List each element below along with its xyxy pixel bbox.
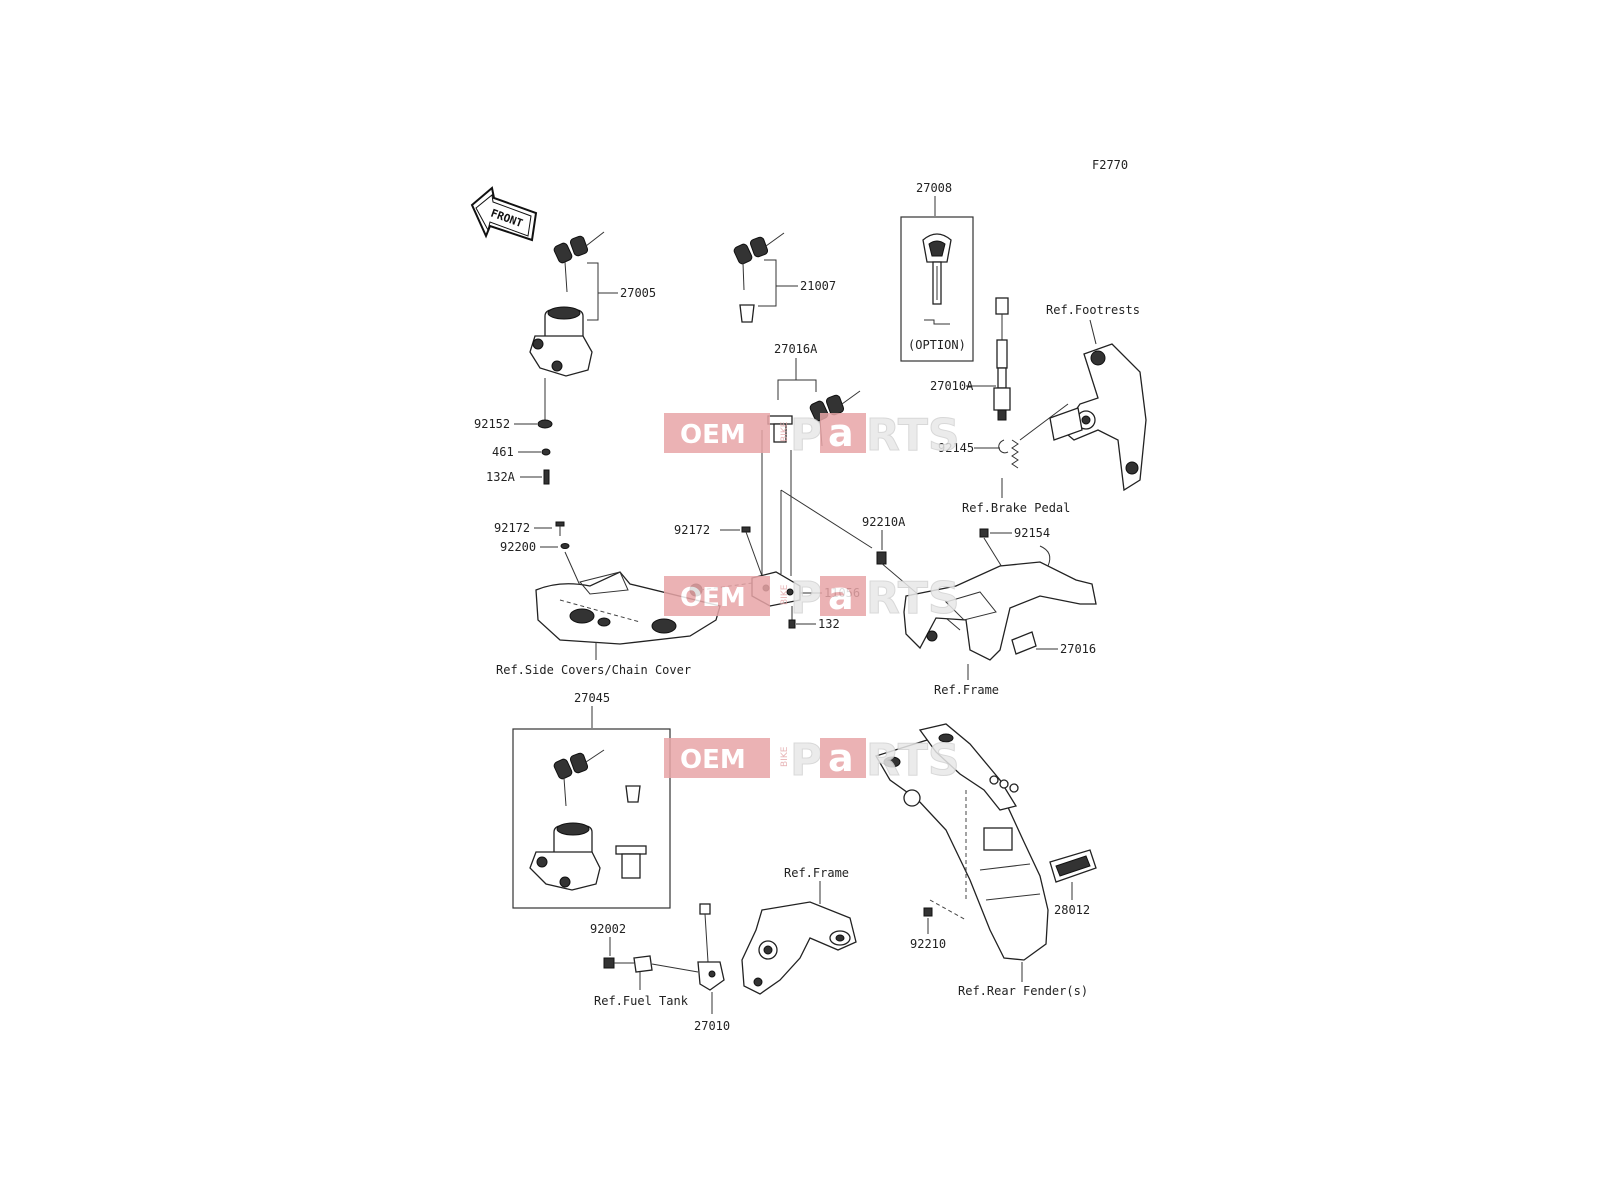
option-key-icon bbox=[922, 233, 952, 325]
svg-text:OEM: OEM bbox=[680, 420, 746, 450]
watermark-3: OEM BIKE P a RTS bbox=[664, 735, 960, 787]
footrest-bracket-icon bbox=[1049, 343, 1147, 492]
label-ref-frame-mid: Ref.Frame bbox=[934, 683, 999, 697]
svg-text:P: P bbox=[790, 735, 822, 786]
label-92154: 92154 bbox=[1014, 526, 1050, 540]
svg-text:OEM: OEM bbox=[680, 583, 746, 613]
label-92210a: 92210A bbox=[862, 515, 906, 529]
label-92210: 92210 bbox=[910, 937, 946, 951]
spring-92145-icon bbox=[998, 439, 1019, 469]
frame-mid-icon bbox=[903, 545, 1097, 661]
label-132a: 132A bbox=[486, 470, 516, 484]
label-ref-frame-low: Ref.Frame bbox=[784, 866, 849, 880]
set-27045-ignition-icon bbox=[529, 822, 601, 891]
svg-text:BIKE: BIKE bbox=[780, 584, 790, 605]
svg-text:a: a bbox=[828, 736, 854, 780]
label-ref-fuel-tank: Ref.Fuel Tank bbox=[594, 994, 689, 1008]
set-27045-box bbox=[512, 728, 671, 909]
label-ref-footrests: Ref.Footrests bbox=[1046, 303, 1140, 317]
svg-text:P: P bbox=[790, 573, 822, 624]
svg-text:a: a bbox=[828, 574, 854, 618]
svg-text:RTS: RTS bbox=[866, 573, 960, 624]
set-27045-seat-lock-icon bbox=[615, 845, 647, 879]
label-27016: 27016 bbox=[1060, 642, 1096, 656]
svg-text:RTS: RTS bbox=[866, 410, 960, 461]
front-arrow-icon: FRONT bbox=[470, 186, 538, 242]
set-27045-lock-cylinder-icon bbox=[625, 785, 641, 803]
bolt-92154-icon bbox=[979, 528, 989, 538]
label-92200: 92200 bbox=[500, 540, 536, 554]
svg-text:OEM: OEM bbox=[680, 745, 746, 775]
label-21007: 21007 bbox=[800, 279, 836, 293]
screw-92172-left-icon bbox=[555, 521, 565, 527]
svg-text:BIKE: BIKE bbox=[780, 746, 790, 767]
ignition-switch-icon bbox=[529, 306, 593, 377]
label-28012: 28012 bbox=[1054, 903, 1090, 917]
svg-text:a: a bbox=[828, 411, 854, 455]
set-27045-keys-icon bbox=[553, 749, 605, 807]
washer-92200-icon bbox=[560, 543, 570, 549]
label-27008: 27008 bbox=[916, 181, 952, 195]
label-27005: 27005 bbox=[620, 286, 656, 300]
option-label: (OPTION) bbox=[908, 338, 966, 352]
nut-92210-icon bbox=[923, 907, 933, 917]
label-92145: 92145 bbox=[938, 441, 974, 455]
label-132: 132 bbox=[818, 617, 840, 631]
label-461: 461 bbox=[492, 445, 514, 459]
label-27045: 27045 bbox=[574, 691, 610, 705]
screw-92172-mid-icon bbox=[741, 526, 751, 533]
label-ref-side-covers: Ref.Side Covers/Chain Cover bbox=[496, 663, 691, 677]
option-key-box bbox=[900, 216, 974, 362]
figure-code: F2770 bbox=[1092, 158, 1128, 172]
watermark-1: OEM BIKE P a RTS bbox=[664, 410, 960, 462]
bolt-132-icon bbox=[788, 619, 796, 629]
key-pair-icon bbox=[553, 231, 605, 293]
label-92002: 92002 bbox=[590, 922, 626, 936]
bolt-132a-icon bbox=[543, 469, 550, 485]
fuel-sender-27010-icon bbox=[697, 903, 725, 991]
svg-text:P: P bbox=[790, 410, 822, 461]
label-92152: 92152 bbox=[474, 417, 510, 431]
label-92172-mid: 92172 bbox=[674, 523, 710, 537]
reflector-28012-icon bbox=[1049, 849, 1097, 883]
nut-92210a-icon bbox=[876, 551, 887, 565]
label-27010a: 27010A bbox=[930, 379, 974, 393]
brake-light-switch-icon bbox=[993, 297, 1011, 421]
key-set-21007-icon bbox=[733, 232, 785, 323]
svg-text:BIKE: BIKE bbox=[780, 421, 790, 442]
label-ref-brake-pedal: Ref.Brake Pedal bbox=[962, 501, 1070, 515]
clip-fuel-tank-icon bbox=[633, 955, 653, 973]
bolt-92002-icon bbox=[603, 957, 615, 969]
frame-low-icon bbox=[741, 901, 857, 995]
svg-text:RTS: RTS bbox=[866, 735, 960, 786]
label-ref-rear-fender: Ref.Rear Fender(s) bbox=[958, 984, 1088, 998]
label-92172-left: 92172 bbox=[494, 521, 530, 535]
label-27010: 27010 bbox=[694, 1019, 730, 1033]
washer-461-icon bbox=[541, 448, 551, 456]
label-27016a: 27016A bbox=[774, 342, 818, 356]
washer-92152-icon bbox=[537, 419, 553, 429]
watermark-2: OEM BIKE P a RTS bbox=[664, 573, 960, 625]
rear-fender-icon bbox=[875, 723, 1049, 961]
